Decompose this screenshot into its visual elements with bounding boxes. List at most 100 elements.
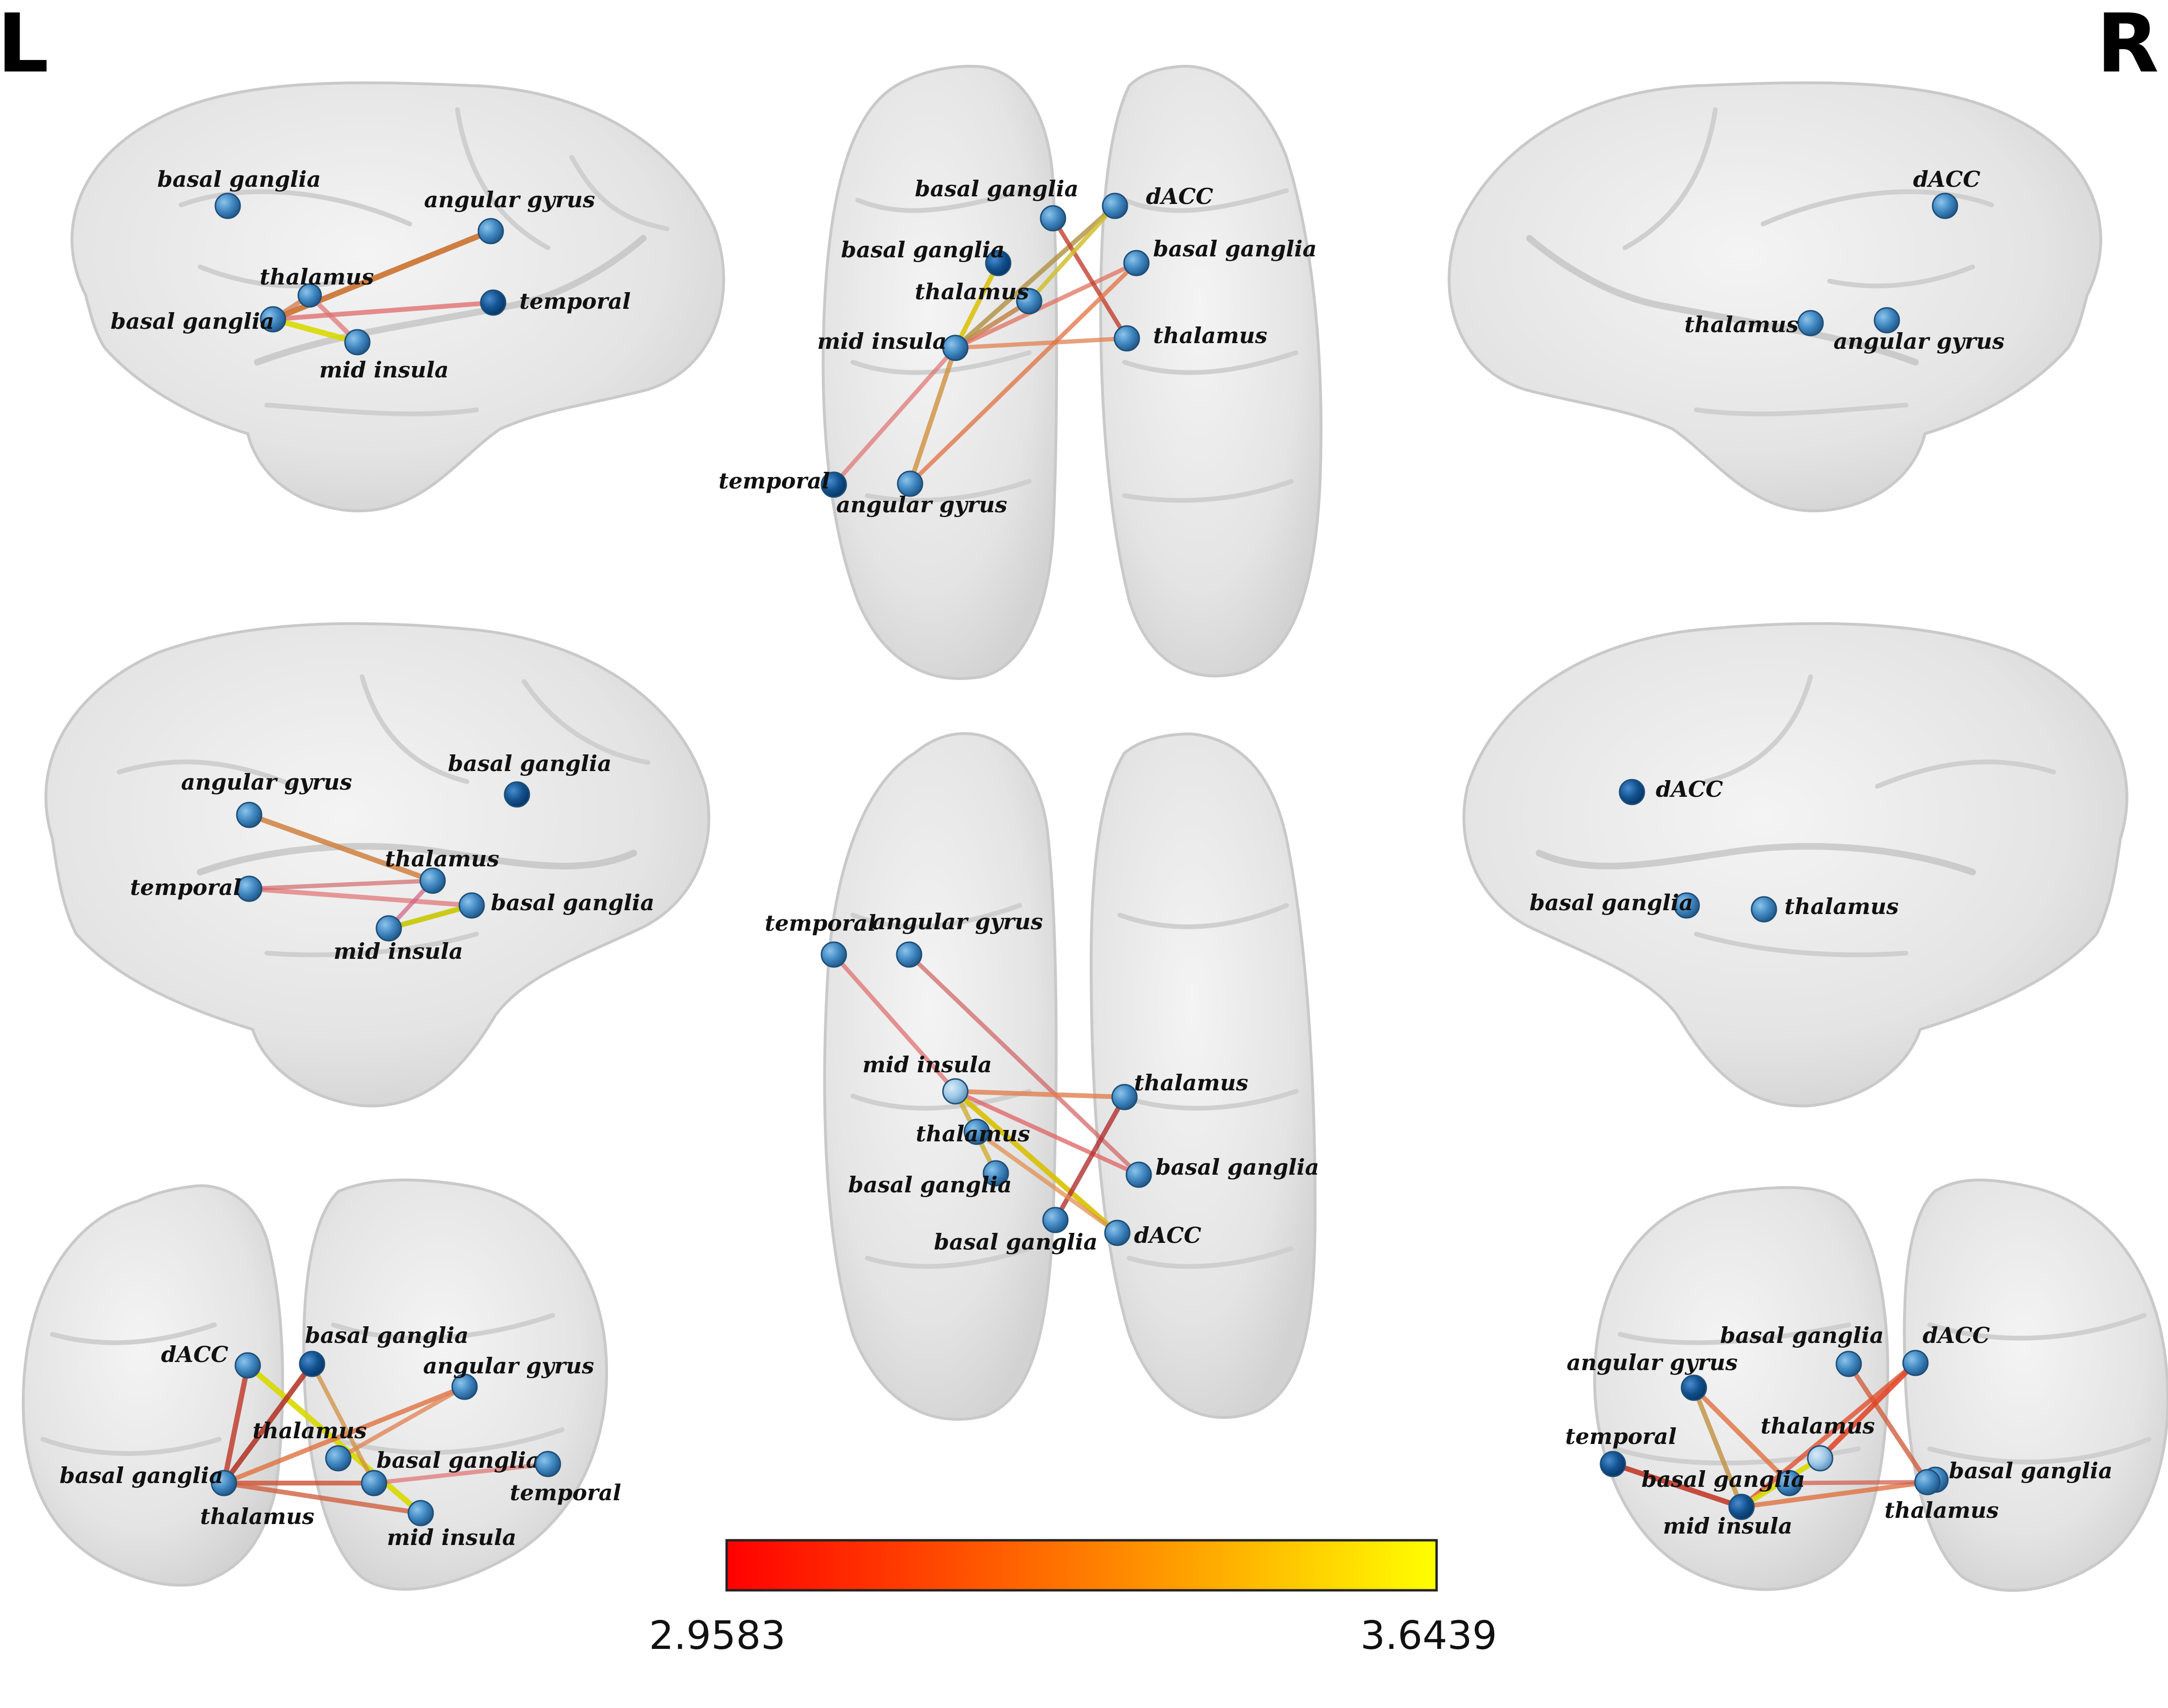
node-basal-ganglia — [983, 1160, 1009, 1187]
nodes-top-dorsal: basal ganglia dACC basal ganglia basal g… — [719, 176, 1317, 518]
node-label: basal ganglia — [915, 176, 1079, 202]
brain-right-medial — [1462, 622, 2128, 1108]
node-label: mid insula — [1663, 1513, 1793, 1539]
nodes-back-posterior: angular gyrus basal ganglia dACC thalamu… — [1565, 1322, 2113, 1539]
brain-left-medial — [44, 622, 710, 1108]
node-angular-gyrus — [451, 1373, 478, 1400]
node-basal-ganglia — [211, 1470, 237, 1496]
node-label: basal ganglia — [448, 751, 612, 776]
node-label: basal ganglia — [1530, 890, 1693, 915]
node-thalamus — [963, 1118, 990, 1145]
node-label: angular gyrus — [181, 769, 352, 795]
edges-bottom-ventral — [831, 952, 1141, 1236]
edge — [831, 346, 958, 487]
node-label: dACC — [1923, 1322, 1990, 1348]
node-thalamus — [1114, 325, 1140, 352]
node-label: thalamus — [253, 1418, 367, 1444]
node-label: basal ganglia — [1949, 1458, 2113, 1484]
colorbar-max-label: 3.6439 — [1360, 1613, 1497, 1658]
colorbar-gradient — [725, 1539, 1438, 1592]
brain-right-lateral — [1448, 81, 2102, 512]
node-thalamus — [1797, 310, 1824, 336]
node-label: basal ganglia — [848, 1172, 1012, 1198]
node-label: basal ganglia — [376, 1447, 540, 1473]
node-temporal — [236, 875, 263, 902]
node-mid-insula — [344, 329, 371, 356]
node-angular-gyrus — [896, 941, 922, 968]
node-angular-gyrus — [897, 470, 923, 497]
node-temporal — [480, 289, 507, 316]
edge — [953, 1089, 1127, 1099]
edge — [247, 886, 474, 908]
brain-top-dorsal — [821, 65, 1323, 680]
node-label: temporal — [719, 468, 830, 494]
node-label: angular gyrus — [1834, 328, 2005, 354]
node-label: mid insula — [319, 357, 449, 383]
edge — [1692, 1385, 1744, 1509]
edge — [1610, 1461, 1744, 1510]
node-label: dACC — [161, 1342, 228, 1367]
node-label: basal ganglia — [841, 237, 1005, 263]
edge — [336, 1384, 467, 1461]
brain-back-posterior — [1593, 1179, 2168, 1592]
edge — [1739, 1480, 1930, 1509]
node-basal-ganglia — [1776, 1470, 1803, 1496]
edge — [953, 1089, 1141, 1177]
edge — [908, 346, 958, 486]
edge — [247, 878, 435, 891]
node-angular-gyrus — [1874, 307, 1900, 334]
node-basal-ganglia — [1123, 250, 1150, 276]
node-basal-ganglia — [1835, 1351, 1862, 1377]
node-temporal — [821, 471, 847, 498]
nodes-right-lateral: dACC thalamus angular gyrus — [1684, 166, 2005, 354]
edges-left-medial — [246, 812, 475, 931]
node-dacc — [1104, 1220, 1131, 1246]
edge — [1692, 1385, 1792, 1485]
node-label: basal ganglia — [111, 308, 274, 334]
node-label: thalamus — [1134, 1070, 1248, 1096]
node-temporal — [1600, 1451, 1626, 1477]
edge — [1027, 203, 1117, 304]
node-basal-ganglia — [1673, 892, 1700, 919]
node-basal-ganglia — [1040, 205, 1066, 232]
node-basal-ganglia — [458, 892, 485, 919]
node-label: dACC — [1913, 166, 1980, 192]
edge — [222, 1384, 467, 1485]
node-label: thalamus — [1761, 1413, 1875, 1439]
node-label: thalamus — [385, 846, 499, 872]
edge — [222, 1481, 423, 1515]
node-dacc — [234, 1352, 261, 1379]
edge — [974, 1129, 1120, 1235]
node-label: mid insula — [817, 328, 947, 354]
edge — [952, 1088, 1120, 1236]
node-label: dACC — [1146, 183, 1213, 209]
node-label: mid insula — [862, 1052, 992, 1078]
node-label: temporal — [510, 1480, 621, 1505]
node-angular-gyrus — [1681, 1374, 1707, 1401]
edge — [386, 903, 475, 931]
node-label: thalamus — [260, 264, 374, 290]
node-basal-ganglia — [1042, 1207, 1069, 1233]
edge — [270, 316, 360, 345]
nodes-front-anterior: dACC basal ganglia angular gyrus thalamu… — [60, 1322, 621, 1550]
node-label: basal ganglia — [157, 166, 321, 192]
node-basal-ganglia — [361, 1470, 387, 1496]
node-label: angular gyrus — [836, 492, 1007, 518]
edge — [221, 1361, 315, 1486]
node-basal-ganglia — [299, 1351, 325, 1377]
node-label: temporal — [519, 288, 631, 314]
node-mid-insula — [407, 1500, 434, 1526]
node-label: thalamus — [915, 279, 1029, 305]
node-label: thalamus — [1153, 323, 1267, 348]
colorbar: 2.9583 3.6439 — [649, 1539, 1497, 1658]
node-label: basal ganglia — [60, 1463, 223, 1488]
node-temporal — [535, 1451, 561, 1477]
node-thalamus — [1914, 1469, 1941, 1495]
colorbar-min-label: 2.9583 — [649, 1613, 786, 1658]
edges-front-anterior — [221, 1361, 550, 1516]
edge — [310, 1362, 376, 1485]
node-label: basal ganglia — [305, 1322, 469, 1348]
node-angular-gyrus — [477, 218, 504, 244]
edges-top-dorsal — [831, 203, 1139, 487]
edge — [831, 952, 958, 1094]
